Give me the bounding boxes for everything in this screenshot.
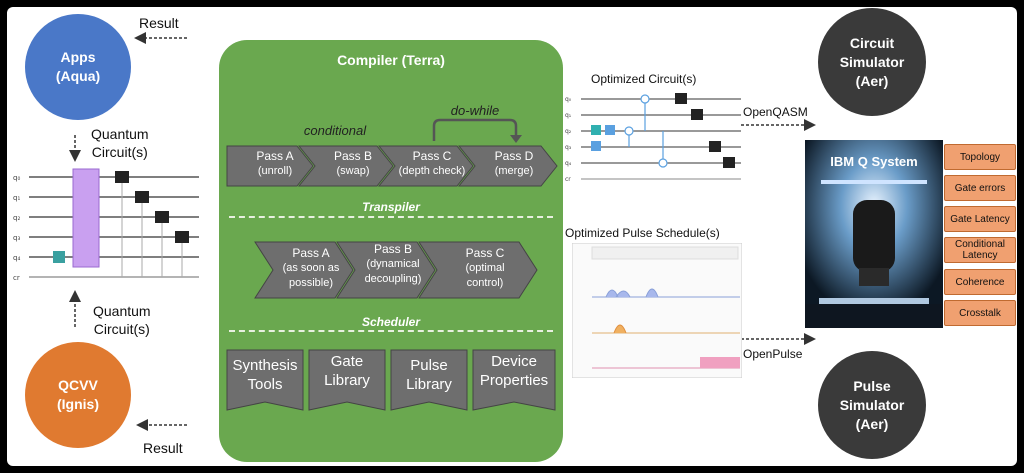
ibmq-system-panel: IBM Q System: [805, 140, 943, 328]
transpiler-pass-c: Pass C (depth check): [395, 149, 469, 179]
qc-bottom-line2: Circuit(s): [93, 321, 150, 337]
lib-synthesis-l2: Tools: [247, 376, 283, 393]
lib-pulse-l2: Library: [406, 376, 452, 393]
do-while-label: do-while: [450, 103, 500, 118]
optimized-circuit-diagram: q₀ q₁ q₂ q₃ q₄ cr: [565, 93, 741, 183]
oc-qubit-label-0: q₀: [565, 96, 572, 103]
qc-top-line2: Circuit(s): [91, 144, 148, 160]
scheduler-pass-a: Pass A (as soon as possible): [271, 246, 351, 291]
lib-gate-l1: Gate: [330, 353, 364, 370]
pulse-sim-line2: Simulator: [839, 396, 905, 413]
property-topology: Topology: [944, 144, 1016, 170]
sp-b-sub2: decoupling): [364, 273, 422, 285]
sp-a-sub2: possible): [288, 277, 334, 289]
synthesis-tools-box: Synthesis Tools: [227, 356, 303, 394]
lib-device-l2: Properties: [479, 372, 549, 389]
transpiler-chevrons: [226, 118, 558, 299]
scheduler-divider: [229, 330, 553, 332]
oc-qubit-label-4: q₄: [565, 160, 572, 167]
qubit-label-3: q₃: [13, 234, 20, 242]
tp-c-sub: (depth check): [398, 165, 466, 177]
lib-gate-l2: Library: [324, 372, 370, 389]
quantum-circuits-top-label: Quantum Circuit(s): [91, 125, 149, 161]
tp-a-sub: (unroll): [257, 165, 293, 177]
oc-qubit-label-2: q₂: [565, 128, 572, 135]
circuit-simulator-node: Circuit Simulator (Aer): [818, 8, 926, 116]
pulse-simulator-node: Pulse Simulator (Aer): [818, 351, 926, 459]
sp-a-sub1: (as soon as: [282, 262, 340, 274]
ignis-label: (Ignis): [57, 396, 99, 412]
quantum-circuits-bottom-label: Quantum Circuit(s): [93, 302, 151, 338]
openpulse-label: OpenPulse: [743, 347, 803, 361]
qcvv-ignis-node: QCVV (Ignis): [25, 342, 131, 448]
tp-a-name: Pass A: [256, 149, 294, 163]
apps-aqua-node: Apps (Aqua): [25, 14, 131, 120]
lib-device-l1: Device: [491, 353, 537, 370]
qcvv-label: QCVV: [58, 377, 98, 393]
library-banners: [226, 349, 556, 411]
property-conditional-latency: Conditional Latency: [944, 237, 1016, 263]
pulse-sim-line1: Pulse: [853, 377, 891, 394]
qubit-label-cr: cr: [13, 274, 20, 282]
pulse-library-box: Pulse Library: [391, 356, 467, 394]
scheduler-pass-c: Pass C (optimal control): [445, 246, 525, 291]
oc-qubit-label-3: q₃: [565, 144, 572, 151]
input-circuit-diagram: q₀ q₁ q₂ q₃ q₄ cr: [13, 168, 199, 282]
scheduler-pass-b: Pass B (dynamical decoupling): [353, 242, 433, 287]
property-coherence: Coherence: [944, 269, 1016, 295]
property-crosstalk: Crosstalk: [944, 300, 1016, 326]
lib-synthesis-l1: Synthesis: [232, 357, 298, 374]
tp-b-name: Pass B: [333, 149, 372, 163]
diagram-canvas: Apps (Aqua) QCVV (Ignis) Circuit Simulat…: [7, 7, 1017, 466]
tp-c-name: Pass C: [412, 149, 452, 163]
sp-c-sub1: (optimal: [465, 262, 505, 274]
circuit-sim-line2: Simulator: [839, 53, 905, 70]
optimized-pulse-label: Optimized Pulse Schedule(s): [565, 226, 720, 240]
qubit-label-2: q₂: [13, 214, 20, 222]
qubit-label-4: q₄: [13, 254, 20, 262]
tp-d-sub: (merge): [494, 165, 534, 177]
qc-bottom-line1: Quantum: [93, 303, 151, 319]
ibmq-cryostat-image: [805, 140, 943, 328]
property-gate-latency: Gate Latency: [944, 206, 1016, 232]
property-gate-errors: Gate errors: [944, 175, 1016, 201]
result-top-label: Result: [139, 15, 179, 31]
sp-b-name: Pass B: [373, 242, 412, 256]
transpiler-pass-b: Pass B (swap): [317, 149, 389, 179]
transpiler-pass-a: Pass A (unroll): [239, 149, 311, 179]
oc-qubit-label-cr: cr: [565, 176, 571, 183]
lib-pulse-l1: Pulse: [410, 357, 448, 374]
conditional-label: conditional: [303, 123, 367, 138]
oc-qubit-label-1: q₁: [565, 112, 572, 119]
aqua-label: (Aqua): [55, 68, 101, 84]
gate-library-box: Gate Library: [309, 352, 385, 390]
circuit-sim-line3: (Aer): [855, 72, 889, 89]
transpiler-divider: [229, 216, 553, 218]
pulse-schedule-plot: [572, 243, 742, 378]
transpiler-pass-d: Pass D (merge): [477, 149, 551, 179]
device-properties-box: Device Properties: [473, 352, 555, 390]
ibmq-title: IBM Q System: [830, 154, 918, 169]
optimized-circuits-label: Optimized Circuit(s): [591, 72, 697, 86]
scheduler-label: Scheduler: [361, 315, 421, 329]
compiler-title: Compiler (Terra): [337, 52, 445, 68]
compiler-terra-block: Compiler (Terra) conditional do-while Tr…: [219, 40, 563, 462]
sp-c-name: Pass C: [465, 246, 505, 260]
apps-label: Apps: [60, 49, 96, 65]
connector-arrows: [69, 32, 816, 431]
sp-c-sub2: control): [466, 277, 504, 289]
circuit-sim-line1: Circuit: [849, 34, 895, 51]
transpiler-label: Transpiler: [362, 200, 420, 214]
openqasm-label: OpenQASM: [743, 105, 808, 119]
tp-d-name: Pass D: [494, 149, 534, 163]
qubit-label-0: q₀: [13, 174, 20, 182]
qubit-label-1: q₁: [13, 194, 20, 202]
tp-b-sub: (swap): [336, 165, 370, 177]
sp-b-sub1: (dynamical: [366, 258, 420, 270]
pulse-sim-line3: (Aer): [855, 415, 889, 432]
result-bottom-label: Result: [143, 440, 183, 456]
sp-a-name: Pass A: [292, 246, 330, 260]
qc-top-line1: Quantum: [91, 126, 149, 142]
